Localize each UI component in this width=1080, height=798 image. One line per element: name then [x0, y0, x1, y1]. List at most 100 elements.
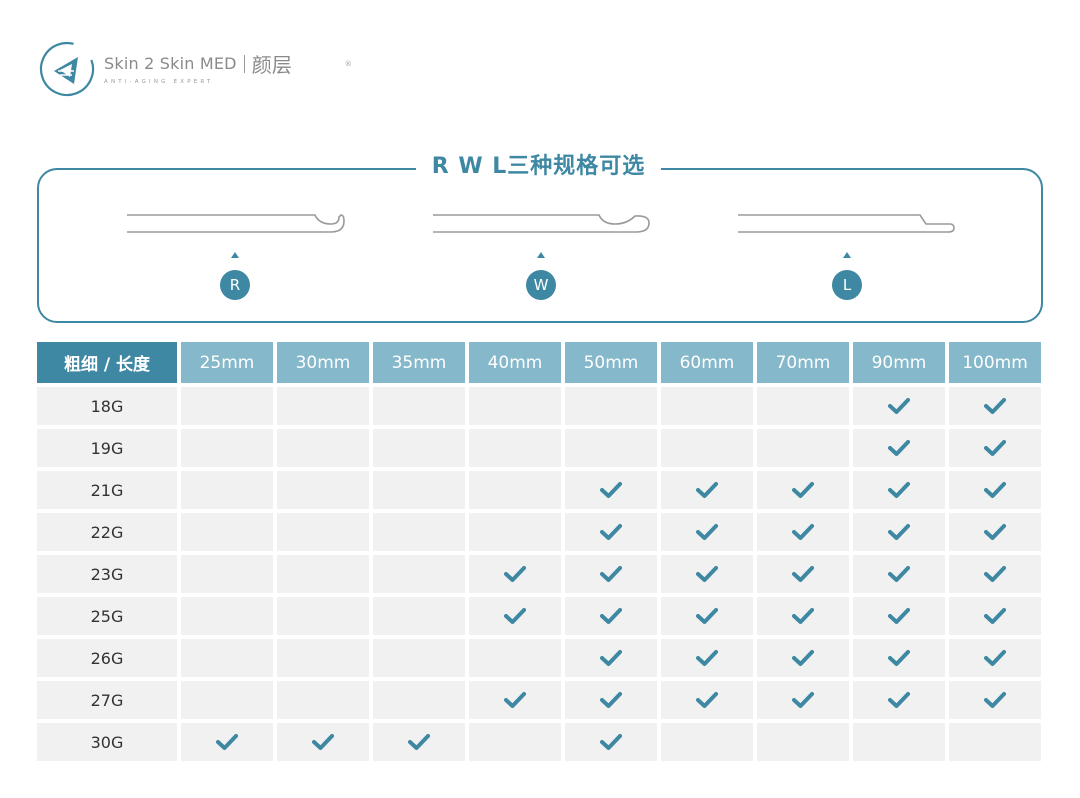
check-icon [888, 481, 910, 499]
check-icon [504, 607, 526, 625]
check-icon [888, 607, 910, 625]
type-marker-r: R [220, 252, 250, 300]
needle-w-diagram [431, 208, 656, 238]
table-row: 30G [37, 723, 1043, 761]
logo-chinese-text: 颜层 [251, 53, 293, 77]
availability-cell [565, 429, 657, 467]
availability-cell [565, 597, 657, 635]
availability-cell [757, 429, 849, 467]
gauge-label: 22G [37, 513, 177, 551]
availability-cell [277, 471, 369, 509]
table-row: 22G [37, 513, 1043, 551]
check-icon [888, 439, 910, 457]
check-icon [984, 397, 1006, 415]
gauge-label: 18G [37, 387, 177, 425]
column-header: 25mm [181, 342, 273, 383]
availability-cell [661, 597, 753, 635]
availability-cell [373, 555, 465, 593]
availability-cell [661, 555, 753, 593]
availability-cell [277, 639, 369, 677]
availability-cell [949, 681, 1041, 719]
availability-cell [949, 387, 1041, 425]
availability-cell [853, 387, 945, 425]
availability-cell [757, 597, 849, 635]
gauge-label: 21G [37, 471, 177, 509]
availability-cell [373, 513, 465, 551]
check-icon [984, 649, 1006, 667]
table-row: 26G [37, 639, 1043, 677]
gauge-label: 19G [37, 429, 177, 467]
gauge-label: 25G [37, 597, 177, 635]
availability-cell [661, 471, 753, 509]
availability-cell [469, 597, 561, 635]
needle-l-diagram [736, 208, 961, 238]
check-icon [408, 733, 430, 751]
check-icon [600, 565, 622, 583]
gauge-label: 27G [37, 681, 177, 719]
availability-cell [853, 681, 945, 719]
availability-cell [469, 387, 561, 425]
pointer-triangle-icon [231, 252, 239, 258]
availability-cell [181, 723, 273, 761]
check-icon [600, 607, 622, 625]
column-header: 100mm [949, 342, 1041, 383]
column-header: 35mm [373, 342, 465, 383]
availability-cell [469, 723, 561, 761]
availability-cell [853, 429, 945, 467]
column-header: 40mm [469, 342, 561, 383]
table-body: 18G 19G 21G 22G 23G 25G 26G 27G 30G [37, 387, 1043, 761]
check-icon [600, 649, 622, 667]
availability-cell [277, 513, 369, 551]
availability-cell [565, 723, 657, 761]
table-row: 18G [37, 387, 1043, 425]
availability-cell [181, 387, 273, 425]
check-icon [792, 481, 814, 499]
column-header: 70mm [757, 342, 849, 383]
check-icon [696, 691, 718, 709]
availability-cell [565, 513, 657, 551]
column-header: 50mm [565, 342, 657, 383]
availability-cell [565, 639, 657, 677]
table-corner-header: 粗细 / 长度 [37, 342, 177, 383]
availability-cell [949, 513, 1041, 551]
logo-tagline: ANTI-AGING EXPERT [104, 79, 214, 85]
gauge-label: 30G [37, 723, 177, 761]
gauge-label: 26G [37, 639, 177, 677]
table-row: 25G [37, 597, 1043, 635]
availability-cell [757, 513, 849, 551]
logo-registered-mark: ® [344, 59, 352, 68]
availability-cell [661, 513, 753, 551]
check-icon [984, 481, 1006, 499]
check-icon [312, 733, 334, 751]
availability-cell [469, 471, 561, 509]
availability-cell [661, 387, 753, 425]
brand-logo: Skin 2 Skin MED 颜层 ® ANTI-AGING EXPERT [38, 40, 352, 98]
logo-brand-text: Skin 2 Skin MED [104, 54, 237, 73]
check-icon [888, 565, 910, 583]
check-icon [696, 607, 718, 625]
availability-cell [853, 639, 945, 677]
check-icon [792, 607, 814, 625]
column-header: 90mm [853, 342, 945, 383]
availability-cell [661, 681, 753, 719]
table-row: 23G [37, 555, 1043, 593]
gauge-length-table: 粗细 / 长度 25mm 30mm 35mm 40mm 50mm 60mm 70… [37, 342, 1043, 765]
availability-cell [181, 597, 273, 635]
availability-cell [757, 681, 849, 719]
table-row: 27G [37, 681, 1043, 719]
check-icon [696, 523, 718, 541]
check-icon [984, 691, 1006, 709]
availability-cell [181, 471, 273, 509]
check-icon [888, 397, 910, 415]
availability-cell [757, 471, 849, 509]
check-icon [888, 691, 910, 709]
availability-cell [469, 681, 561, 719]
needle-r-diagram [125, 208, 350, 238]
table-header-row: 粗细 / 长度 25mm 30mm 35mm 40mm 50mm 60mm 70… [37, 342, 1043, 383]
availability-cell [949, 429, 1041, 467]
logo-emblem-icon [39, 41, 95, 97]
check-icon [504, 565, 526, 583]
availability-cell [661, 639, 753, 677]
type-badge-w: W [526, 270, 556, 300]
type-badge-l: L [832, 270, 862, 300]
